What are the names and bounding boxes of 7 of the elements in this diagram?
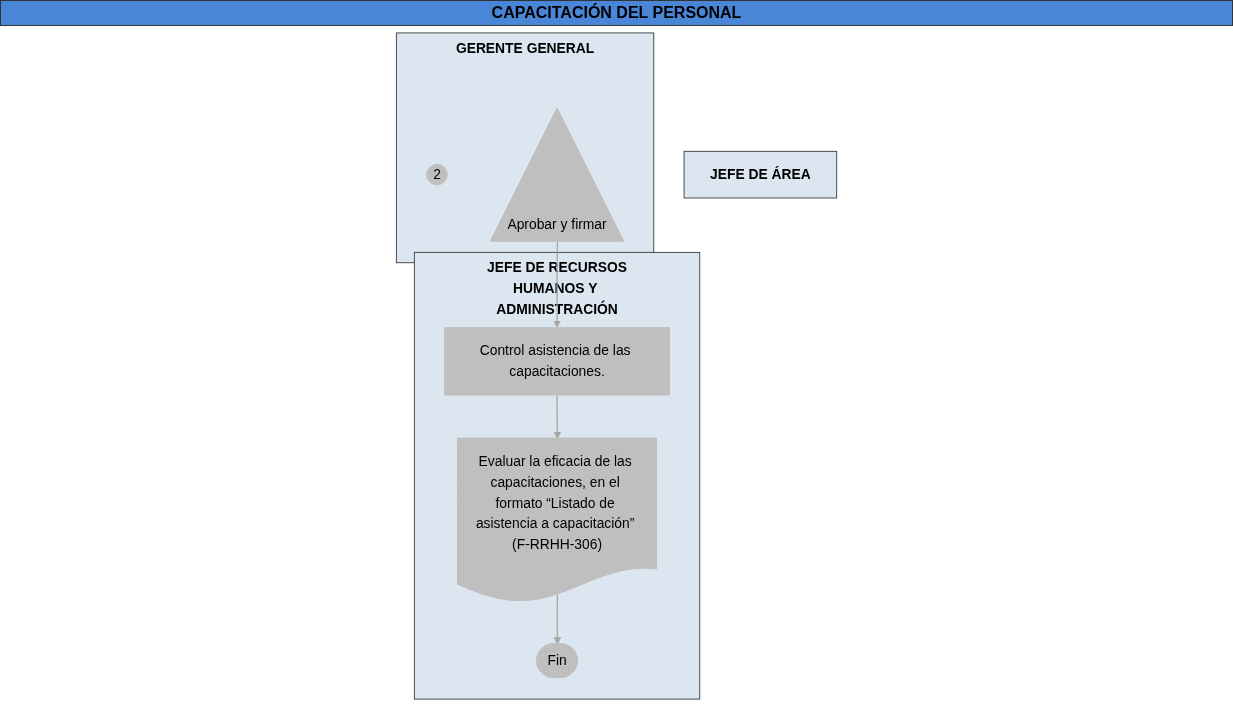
diagram-title: CAPACITACIÓN DEL PERSONAL	[0, 0, 1233, 26]
arrow	[553, 394, 562, 440]
arrow	[553, 240, 561, 328]
node-box: JEFE DE ÁREA	[683, 150, 838, 199]
node-box: Control asistencia de las capacitaciones.	[444, 327, 670, 396]
node-circle: 2	[426, 163, 448, 186]
arrow	[553, 593, 562, 645]
